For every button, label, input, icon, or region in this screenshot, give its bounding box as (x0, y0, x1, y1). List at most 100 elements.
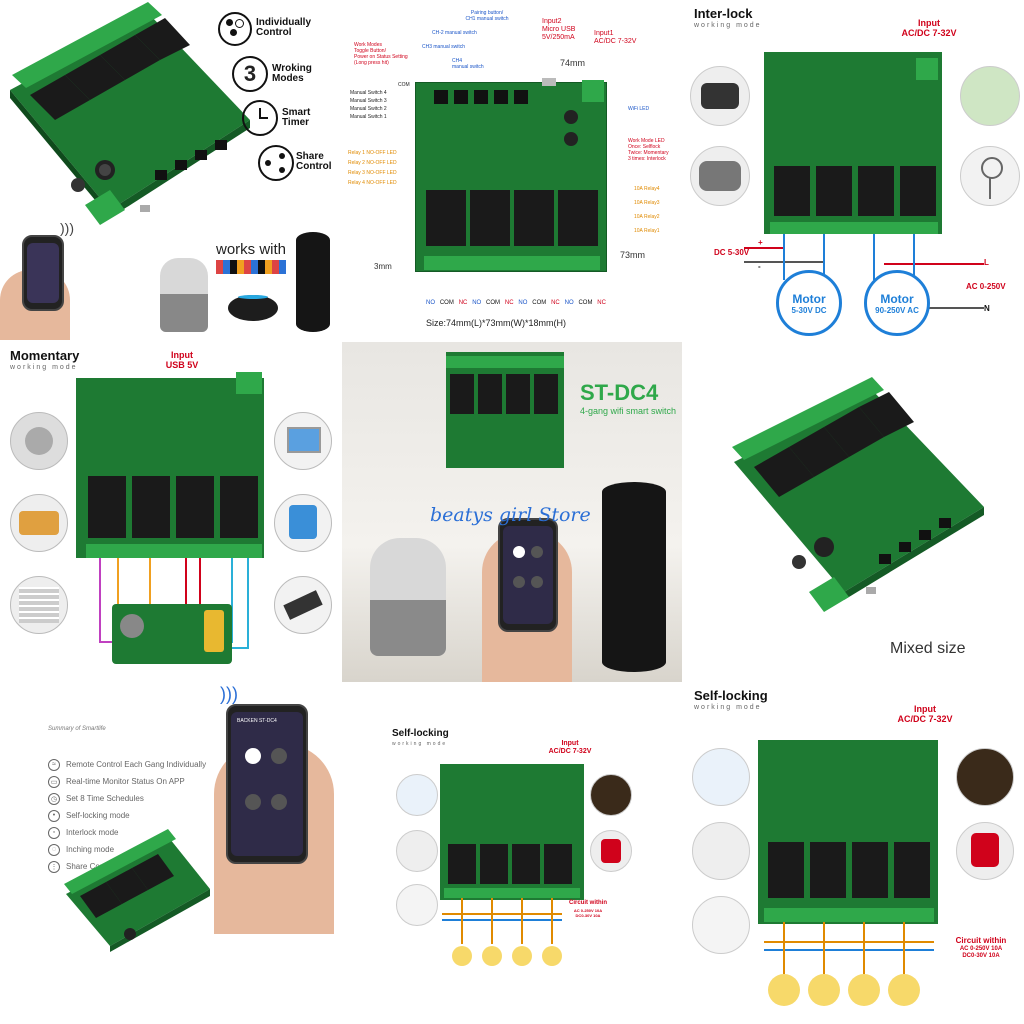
manual-switch-1: Manual Switch 1 (350, 114, 387, 120)
wiring-diagram (764, 922, 934, 1006)
terminal-label: NO (426, 300, 435, 306)
relay-2 (514, 190, 554, 246)
product-tile-self-locking-large[interactable]: Self-locking working mode Input AC/DC 7-… (684, 684, 1024, 1024)
computer-photo (274, 412, 332, 470)
relay-1 (768, 842, 804, 898)
input1-label: Input1 AC/DC 7-32V (594, 30, 637, 45)
phone-app-title: BACKEN ST-DC4 (237, 718, 277, 724)
feature-row: ⋮Share Control (48, 858, 206, 875)
wifi-icon: ))) (60, 220, 74, 236)
lock-icon: • (48, 809, 60, 822)
echo-device (602, 482, 666, 672)
product-tile-dimensions[interactable]: Input2 Micro USB 5V/250mA Input1 AC/DC 7… (342, 0, 682, 340)
wiring-diagram (744, 234, 984, 309)
terminal-label: COM (578, 300, 593, 306)
doorbell-photo (10, 412, 68, 470)
power-terminal (582, 80, 604, 102)
input-label: Input AC/DC 7-32V (548, 740, 592, 755)
feature-row: ≈Remote Control Each Gang Individually (48, 756, 206, 773)
feature-header: Summary of Smartlife (48, 726, 106, 732)
dim-margin: 3mm (374, 262, 392, 271)
relay-3 (858, 166, 894, 216)
relay-2 (816, 166, 852, 216)
hand-holding-phone (0, 225, 80, 340)
product-tile-overview[interactable]: Individually Control 3 Wroking Modes Sma… (0, 0, 340, 340)
relay-label-4: 10A Relay4 (634, 186, 660, 192)
feature-row: ◌Inching mode (48, 841, 206, 858)
relay-led-1: Relay 1 NO-OFF LED (348, 150, 397, 156)
com-label: COM (398, 82, 410, 88)
ch2-manual-label: CH-2 manual switch (432, 30, 477, 36)
echo-dot-device (228, 295, 278, 321)
mode-subtitle: working mode (694, 704, 762, 711)
works-with-label: works with (216, 241, 287, 258)
feature-label-share: Share Control (296, 151, 332, 172)
mode-title: Self-locking (392, 728, 449, 739)
terminal-label: NO (564, 300, 574, 306)
button-1 (434, 90, 448, 104)
lamp-photo (590, 774, 632, 816)
relay-4 (894, 842, 930, 898)
product-tile-self-locking-small[interactable]: Self-locking working mode Input AC/DC 7-… (342, 684, 682, 1024)
product-tile-st-dc4[interactable]: ST-DC4 4-gang wifi smart switch beatys g… (342, 342, 682, 682)
relay-label-1: 10A Relay1 (634, 228, 660, 234)
feature-row: ▭Real-time Monitor Status On APP (48, 773, 206, 790)
terminal-label: NC (504, 300, 514, 306)
button-4 (494, 90, 508, 104)
motor-ac-spec: 90-250V AC (875, 305, 919, 315)
product-tile-app-features[interactable]: Summary of Smartlife ≈Remote Control Eac… (0, 684, 340, 1024)
phone (22, 235, 64, 311)
output-terminals (86, 544, 262, 558)
mode-title: Inter-lock (694, 6, 753, 21)
terminal-label: COM (532, 300, 547, 306)
terminal-label: COM (486, 300, 501, 306)
feature-row: ◷Set 8 Time Schedules (48, 790, 206, 807)
feature-row: ▫Interlock mode (48, 824, 206, 841)
feature-row: •Self-locking mode (48, 807, 206, 824)
kettle-photo (590, 830, 632, 872)
board-illustration (10, 2, 250, 225)
ch4-manual-label: CH4 manual switch (452, 58, 484, 70)
relay-4 (426, 190, 466, 246)
app-feature-list: ≈Remote Control Each Gang Individually ▭… (48, 756, 206, 875)
feature-label-individual: Individually Control (256, 17, 312, 38)
shutter-photo (10, 576, 68, 634)
manual-switch-4: Manual Switch 4 (350, 90, 387, 96)
button-5 (514, 90, 528, 104)
dc-label: DC 5-30V (714, 248, 750, 257)
terminal-label: NC (458, 300, 468, 306)
number-three-icon: 3 (232, 56, 268, 92)
product-name: ST-DC4 (580, 380, 659, 405)
relay-3 (852, 842, 888, 898)
relay-label-3: 10A Relay3 (634, 200, 660, 206)
motor-dc-spec: 5-30V DC (791, 305, 827, 315)
heater-photo (396, 830, 438, 872)
circuit-detail: AC 0-250V 10A DC0-30V 10A (573, 908, 603, 918)
mode-title: Momentary (10, 348, 80, 363)
input-label: Input AC/DC 7-32V (897, 704, 953, 724)
wiring-diagram (442, 898, 562, 966)
lamp-photo (956, 748, 1014, 806)
humidifier-photo (396, 884, 438, 926)
terminal-labels: NO COM NC NO COM NC NO COM NC NO COM NC (426, 300, 606, 306)
terminal-label: NO (472, 300, 482, 306)
ac-label: AC 0-250V (966, 282, 1006, 291)
product-tile-interlock[interactable]: Inter-lock working mode Input AC/DC 7-32… (684, 0, 1024, 340)
sprinkler-photo (960, 66, 1020, 126)
dim-width: 74mm (560, 58, 586, 68)
relay-4 (220, 476, 258, 538)
terminal-label: COM (439, 300, 454, 306)
product-subtitle: 4-gang wifi smart switch (580, 406, 677, 416)
clock-icon: ◷ (48, 792, 60, 805)
terminal-label: NC (597, 300, 606, 306)
mode-subtitle: working mode (694, 22, 762, 29)
wifi-icon: ≈ (48, 758, 60, 771)
motor-ac-title: Motor (880, 291, 914, 306)
relay-led-2: Relay 2 NO-OFF LED (348, 160, 397, 166)
product-tile-mixed-size[interactable]: Mixed size (684, 342, 1024, 682)
product-tile-momentary[interactable]: Momentary working mode Input USB 5V (0, 342, 340, 682)
motor-photo-ac (690, 146, 750, 206)
google-home-device (370, 538, 446, 656)
heater-photo (692, 822, 750, 880)
input-label: Input AC/DC 7-32V (901, 18, 957, 38)
